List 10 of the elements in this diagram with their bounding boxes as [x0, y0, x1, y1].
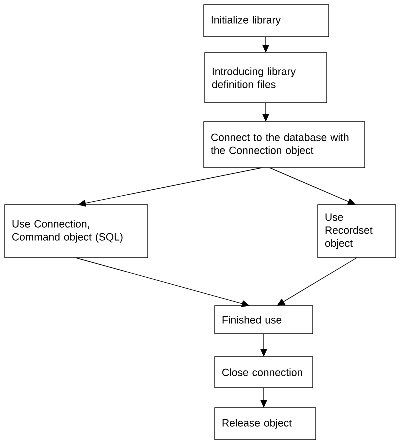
process-box: Initialize library [204, 4, 330, 38]
arrow [270, 168, 356, 206]
process-box: Use Recordset object [318, 204, 396, 258]
process-box: Connect to the database with the Connection object [204, 122, 366, 168]
process-box: Finished use [214, 306, 314, 334]
process-box: Close connection [214, 356, 314, 388]
process-box: Introducing library definition files [204, 52, 328, 104]
process-box: Use Connection, Command object (SQL) [4, 204, 148, 258]
process-box: Release object [214, 408, 316, 440]
arrow [277, 258, 358, 306]
